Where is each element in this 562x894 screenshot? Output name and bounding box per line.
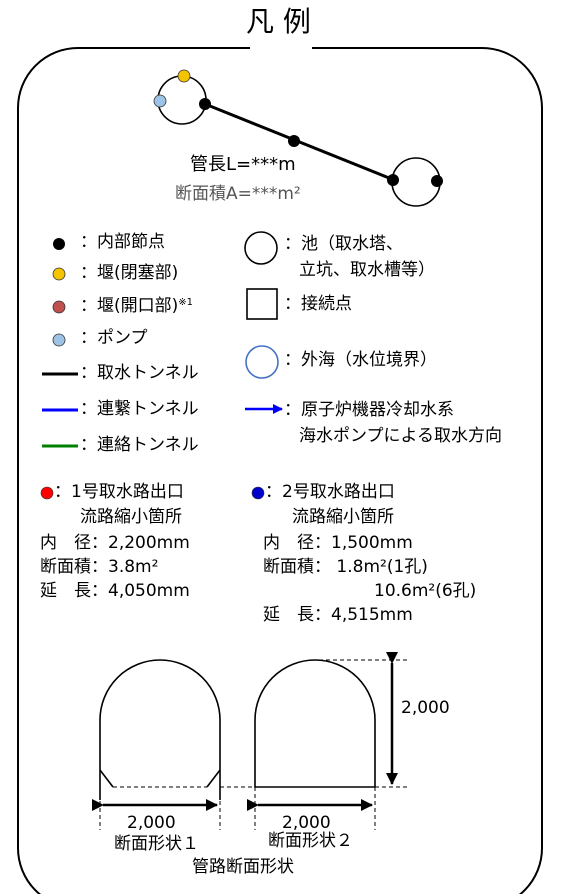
pump-icon xyxy=(52,333,66,347)
outlet1-diameter: 内 径：2,200mm xyxy=(40,533,190,553)
outlet2-length: 延 長：4,515mm xyxy=(263,605,413,625)
outlet1-subtitle: 流路縮小箇所 xyxy=(80,507,182,527)
outlet2-marker xyxy=(251,486,265,500)
outlet2-area-6: 10.6m²(6孔) xyxy=(374,581,477,601)
legend-label-pond-1: ：池（取水塔、 xyxy=(284,234,403,254)
legend-label-intake-tunnel: ：取水トンネル xyxy=(80,363,199,383)
node-icon xyxy=(199,98,211,110)
section2-label: 断面形状２ xyxy=(268,831,353,851)
legend-title: 凡 例 xyxy=(246,5,311,38)
section2-width-label: 2,000 xyxy=(282,813,331,833)
pipe-sample xyxy=(153,69,443,207)
outlet1-area: 断面積：3.8m² xyxy=(40,557,159,577)
legend-label-outer-sea: ：外海（水位境界） xyxy=(284,350,437,370)
outer-sea-icon xyxy=(245,345,279,379)
legend-label-flow-1: ：原子炉機器冷却水系 xyxy=(284,400,454,420)
cross-section-1 xyxy=(99,659,221,800)
outlet2-area-1: 断面積： 1.8m²(1孔) xyxy=(263,557,428,577)
legend-label-link-tunnel: ：連繋トンネル xyxy=(80,399,199,419)
outlet2-title: ：2号取水路出口 xyxy=(265,482,395,502)
section-height-label: 2,000 xyxy=(401,698,450,718)
internal-node-icon xyxy=(53,238,65,250)
legend-label-junction: ：接続点 xyxy=(284,294,352,314)
node-icon xyxy=(387,174,399,186)
pipe-area-label: 断面積A=***m² xyxy=(175,184,301,204)
junction-icon xyxy=(246,288,278,320)
legend-label-pump: ：ポンプ xyxy=(80,328,148,348)
legend-label-flow-2: 海水ポンプによる取水方向 xyxy=(299,426,502,446)
section1-width-label: 2,000 xyxy=(127,813,176,833)
sections-caption: 管路断面形状 xyxy=(192,857,294,877)
outlet1-length: 延 長：4,050mm xyxy=(40,581,190,601)
node-icon xyxy=(288,135,300,147)
weir-open-text: ：堰(開口部) xyxy=(80,296,179,316)
weir-closed-icon xyxy=(52,267,66,281)
section1-label: 断面形状１ xyxy=(114,834,199,854)
legend-label-weir-closed: ：堰(閉塞部) xyxy=(80,263,179,283)
pond-icon xyxy=(244,231,278,265)
outlet1-marker xyxy=(40,486,54,500)
legend-label-weir-open: ：堰(開口部)※1 xyxy=(80,298,193,315)
legend-label-pond-2: 立坑、取水槽等） xyxy=(299,260,435,280)
cross-section-2 xyxy=(254,659,376,788)
outlet2-subtitle: 流路縮小箇所 xyxy=(292,507,394,527)
weir-open-icon xyxy=(52,300,66,314)
weir-open-note: ※1 xyxy=(178,297,194,308)
node-icon xyxy=(431,175,443,187)
legend-label-internal-node: ：内部節点 xyxy=(80,232,165,252)
outlet2-diameter: 内 径：1,500mm xyxy=(263,533,413,553)
pump-icon xyxy=(153,94,167,108)
outlet1-title: ：1号取水路出口 xyxy=(54,482,184,502)
pipe-length-label: 管長L=***m xyxy=(190,154,296,175)
legend-label-connect-tunnel: ：連絡トンネル xyxy=(80,435,199,455)
weir-closed-icon xyxy=(177,69,191,83)
